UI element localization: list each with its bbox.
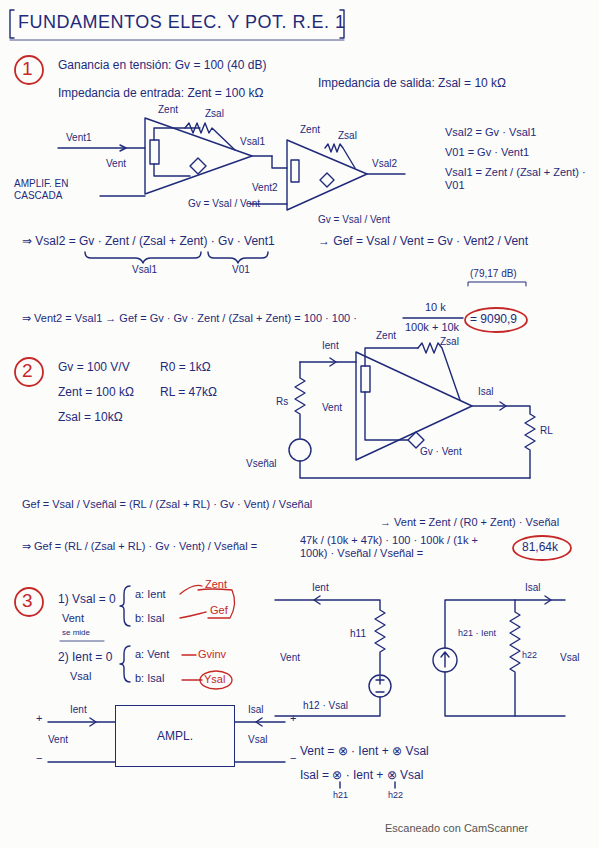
handwritten-label: h12 · Vsal [303, 700, 348, 712]
handwritten-label: Zent [300, 124, 320, 136]
red-notes [180, 585, 235, 689]
title-rule [10, 40, 344, 41]
handwritten-label: Vsal2 [372, 158, 397, 170]
handwritten-label: Gef [210, 604, 228, 617]
handwritten-label: Isal [525, 582, 541, 594]
handwritten-label: b: Isal [135, 612, 164, 625]
handwritten-label: b: Isal [135, 672, 164, 685]
handwritten-label: Vsal1 [132, 264, 157, 276]
handwritten-label: Vent [280, 652, 300, 664]
handwritten-label: RL = 47kΩ [160, 385, 217, 399]
handwritten-label: Rs [276, 396, 288, 408]
handwritten-label: 1) Vsal = 0 [58, 592, 116, 606]
page-title: FUNDAMENTOS ELEC. Y POT. R.E. 1 [18, 12, 346, 34]
handwritten-label: Zent [158, 104, 178, 116]
handwritten-label: h21 [333, 790, 348, 801]
handwritten-label: Zsal = 10kΩ [58, 410, 123, 424]
handwritten-label: h22 [388, 790, 403, 801]
handwritten-label: h11 [350, 628, 366, 640]
handwritten-label: 2) Ient = 0 [58, 650, 112, 664]
handwritten-label: RL [540, 425, 553, 437]
handwritten-label: Zsal [440, 336, 459, 348]
block-label: AMPL. [157, 729, 193, 743]
handwritten-label: Vsal1 [240, 136, 265, 148]
handwritten-label: Vent [106, 158, 126, 170]
handwritten-label: Zsal [338, 130, 357, 142]
handwritten-label: R0 = 1kΩ [160, 360, 211, 374]
section-circle [15, 358, 43, 386]
handwritten-label: V01 [232, 264, 250, 276]
handwritten-label: → Gef = Vsal / Vent = Gv · Vent2 / Vent [318, 234, 528, 248]
handwritten-label: V01 = Gv · Vent1 [445, 146, 529, 159]
handwritten-label: Gv = Vsal / Vent [318, 214, 390, 226]
section-number: 2 [22, 360, 33, 383]
handwritten-label: Ient [70, 704, 87, 716]
handwritten-label: Impedancia de entrada: Zent = 100 kΩ [58, 86, 263, 100]
handwritten-label: Gvinv [198, 648, 226, 661]
handwritten-label: Vsal [248, 734, 267, 746]
amplifier-with-source [289, 343, 535, 478]
handwritten-label: h22 [522, 650, 537, 661]
handwritten-label: AMPLIF. EN CASCADA [14, 178, 84, 202]
h-parameter-model [275, 596, 565, 716]
handwritten-label: + [36, 712, 42, 725]
handwritten-label: ⇒ Vent2 = Vsal1 → Gef = Gv · Gv · Zent /… [22, 312, 357, 325]
handwritten-label: Vent [48, 734, 68, 746]
handwritten-label: Zent = 100 kΩ [58, 385, 134, 399]
handwritten-label: − [290, 752, 296, 765]
section-number: 1 [22, 58, 33, 81]
handwritten-label: se mide [62, 628, 90, 638]
handwritten-label: Ganancia en tensión: Gv = 100 (40 dB) [58, 58, 266, 72]
handwritten-label: Isal = ⊗ · Ient + ⊗ Vsal [300, 768, 423, 782]
handwritten-label: Impedancia de salida: Zsal = 10 kΩ [318, 76, 506, 90]
handwritten-label: (79,17 dB) [470, 268, 517, 280]
handwritten-label: h21 · Ient [458, 628, 496, 639]
amplifier-block: AMPL. [115, 705, 235, 767]
handwritten-label: 10 k [425, 301, 446, 314]
handwritten-label: Vent = ⊗ · Ient + ⊗ Vsal [300, 744, 429, 758]
handwritten-label: a: Ient [135, 588, 166, 601]
handwritten-label: ⇒ Gef = (RL / (Zsal + RL) · Gv · Vent) /… [22, 540, 257, 553]
handwritten-label: Vsal [560, 652, 579, 664]
handwritten-label: Vent [62, 612, 84, 625]
section-circle [15, 56, 43, 84]
handwritten-label: 100k + 10k [405, 321, 459, 334]
handwritten-label: Zsal [205, 108, 224, 120]
handwritten-label: Zent [205, 578, 227, 591]
handwritten-label: Vseñal [246, 458, 277, 470]
handwritten-label: Zent [376, 330, 396, 342]
handwritten-label: Vent2 [252, 182, 278, 194]
handwritten-label: 81,64k [522, 540, 558, 554]
handwritten-label: Isal [248, 704, 264, 716]
scanner-watermark: Escaneado con CamScanner [385, 822, 528, 835]
handwritten-label: Vsal [70, 670, 91, 683]
handwritten-label: 47k / (10k + 47k) · 100 · 100k / (1k + 1… [300, 534, 505, 560]
handwritten-label: Vsal2 = Gv · Vsal1 [445, 126, 536, 139]
handwritten-label: = 9090,9 [470, 312, 517, 326]
handwritten-label: Gv = Vsal / Vent [188, 198, 260, 210]
handwritten-label: Gv = 100 V/V [58, 360, 130, 374]
result-circle [465, 308, 527, 332]
handwritten-label: Vsal1 = Zent / (Zsal + Zent) · V01 [445, 166, 590, 192]
handwritten-label: Gv · Vent [420, 446, 462, 458]
section-number: 3 [22, 590, 33, 613]
handwritten-label: Ysal [204, 673, 225, 686]
handwritten-label: Vent1 [66, 132, 92, 144]
handwritten-label: → Vent = Zent / (R0 + Zent) · Vseñal [380, 516, 559, 529]
handwritten-label: + [290, 712, 296, 725]
handwritten-label: a: Vent [135, 648, 169, 661]
handwritten-label: Ient [322, 340, 339, 352]
result-circle [513, 536, 571, 560]
section-circle [15, 588, 43, 616]
handwritten-label: − [36, 752, 42, 765]
handwritten-label: Ient [312, 582, 329, 594]
handwritten-label: Vent [322, 402, 342, 414]
handwritten-label: Isal [478, 386, 494, 398]
handwritten-label: Gef = Vsal / Vseñal = (RL / (Zsal + RL) … [22, 498, 312, 511]
handwritten-label: ⇒ Vsal2 = Gv · Zent / (Zsal + Zent) · Gv… [22, 234, 275, 248]
